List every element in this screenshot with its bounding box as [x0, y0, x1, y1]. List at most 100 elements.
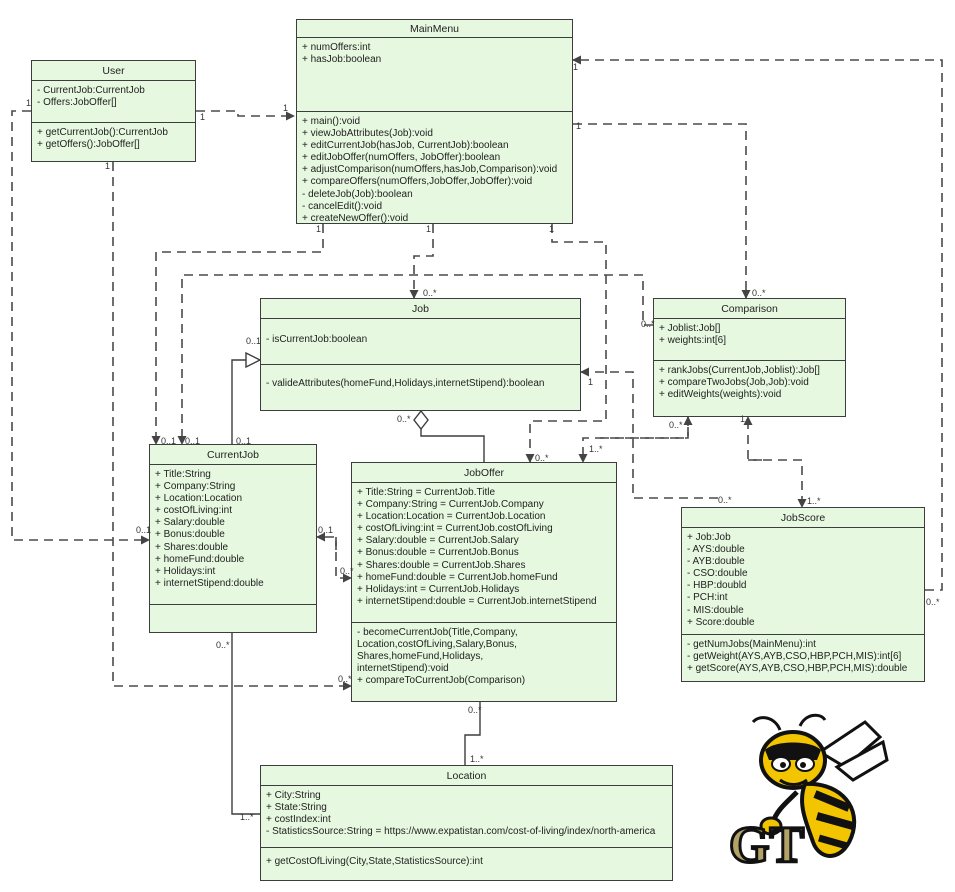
method: + getCostOfLiving(City,State,StatisticsS…: [266, 856, 483, 867]
method: + viewJobAttributes(Job):void: [302, 128, 433, 140]
multiplicity-label: 1: [105, 161, 111, 171]
attributes-section: + Title:String = CurrentJob.Title + Comp…: [352, 483, 616, 623]
attributes-section: + Joblist:Job[] + weights:int[6]: [654, 319, 845, 361]
currentjob-joboffer-association-end: [316, 532, 337, 550]
attributes-section: - CurrentJob:CurrentJob - Offers:JobOffe…: [32, 81, 195, 123]
yellow-jacket-mascot-icon: GT: [728, 713, 889, 870]
method: - valideAttributes(homeFund,Holidays,int…: [266, 378, 545, 389]
attributes-section: + numOffers:int + hasJob:boolean: [297, 38, 572, 112]
attribute: + Company:String = CurrentJob.Company: [357, 499, 544, 511]
multiplicity-label: 0..1: [161, 436, 177, 446]
multiplicity-label: 0..*: [641, 319, 655, 329]
multiplicity-label: 0..*: [926, 597, 940, 607]
currentjob-joboffer-association: [335, 537, 352, 583]
attribute: + homeFund:double = CurrentJob.homeFund: [357, 571, 558, 583]
multiplicity-label: 0..*: [216, 640, 230, 650]
attribute: - Offers:JobOffer[]: [37, 97, 117, 109]
mainmenu-currentjob-association: [151, 224, 324, 445]
attribute: + State:String: [266, 802, 327, 814]
multiplicity-label: 0..*: [535, 453, 549, 463]
method: - deleteJob(Job):boolean: [302, 188, 413, 200]
mainmenu-joboffer-association: [525, 224, 607, 463]
attribute: - AYB:double: [687, 556, 745, 568]
multiplicity-label: 1: [200, 112, 206, 122]
multiplicity-label: 0..*: [340, 566, 354, 576]
class-title: User: [32, 61, 195, 81]
attributes-section: - isCurrentJob:boolean: [261, 319, 580, 365]
method: - getNumJobs(MainMenu):int: [687, 639, 816, 650]
multiplicity-label: 0..*: [669, 420, 683, 430]
attribute: + Salary:double = CurrentJob.Salary: [357, 535, 519, 547]
attribute: + weights:int[6]: [659, 335, 726, 347]
comparison-jobscore-association-end: [743, 416, 762, 461]
attribute: + costOfLiving:int: [155, 505, 232, 517]
method: + getOffers():JobOffer[]: [37, 139, 140, 151]
multiplicity-label: 0..1: [136, 525, 152, 535]
multiplicity-label: 1..*: [240, 812, 254, 822]
method: - cancelEdit():void: [302, 200, 383, 212]
class-mainmenu: MainMenu + numOffers:int + hasJob:boolea…: [296, 19, 573, 224]
methods-section: [150, 605, 316, 613]
multiplicity-label: 0..*: [468, 705, 482, 715]
class-jobscore: JobScore + Job:Job - AYS:double - AYB:do…: [681, 507, 925, 682]
multiplicity-label: 1: [549, 224, 555, 234]
attribute: + Location:Location: [155, 493, 243, 505]
class-job: Job - isCurrentJob:boolean - valideAttri…: [260, 298, 581, 411]
multiplicity-label: 0..*: [423, 288, 437, 298]
class-comparison: Comparison + Joblist:Job[] + weights:int…: [653, 298, 846, 417]
attribute: + Score:double: [687, 616, 755, 628]
multiplicity-label: 0..*: [752, 288, 766, 298]
attributes-section: + Job:Job - AYS:double - AYB:double - CS…: [682, 528, 924, 635]
attribute: - StatisticsSource:String = https://www.…: [266, 826, 656, 838]
attributes-section: + Title:String + Company:String + Locati…: [150, 465, 316, 605]
multiplicity-label: 1..*: [807, 496, 821, 506]
attribute: - HBP:doubld: [687, 580, 747, 592]
class-title: Location: [261, 766, 672, 786]
class-title: Comparison: [654, 299, 845, 319]
multiplicity-label: 1: [740, 414, 746, 424]
mainmenu-comparison-association: [573, 123, 751, 299]
user-mainmenu-association: [196, 110, 295, 121]
attribute: + internetStipend:double = CurrentJob.in…: [357, 595, 597, 607]
attribute: - isCurrentJob:boolean: [266, 334, 368, 345]
attribute: + Shares:double = CurrentJob.Shares: [357, 559, 526, 571]
multiplicity-label: 1: [588, 377, 594, 387]
attribute: + costIndex:int: [266, 814, 331, 826]
multiplicity-label: 0..*: [338, 674, 352, 684]
class-user: User - CurrentJob:CurrentJob - Offers:Jo…: [31, 60, 196, 162]
attribute: - AYS:double: [687, 544, 745, 556]
multiplicity-label: 0..1: [236, 436, 252, 446]
method: internetStipend):void: [357, 663, 449, 675]
aggregation-diamond: [413, 409, 429, 431]
multiplicity-label: 0..1: [246, 336, 262, 346]
method: + editWeights(weights):void: [659, 389, 782, 401]
comparison-currentjob-association: [177, 274, 653, 445]
multiplicity-label: 1: [316, 224, 322, 234]
methods-section: + rankJobs(CurrentJob,Joblist):Job[] + c…: [654, 361, 845, 405]
comparison-jobscore-association: [748, 459, 807, 508]
attribute: + homeFund:double: [155, 553, 245, 565]
method: + editJobOffer(numOffers, JobOffer):bool…: [302, 152, 501, 164]
multiplicity-label: 1..*: [589, 444, 603, 454]
attribute: + Company:String: [155, 481, 236, 493]
attribute: + Holidays:int: [155, 565, 216, 577]
attribute: - PCH:int: [687, 592, 728, 604]
generalization-triangle: [245, 351, 262, 369]
attribute: + numOffers:int: [302, 42, 371, 53]
multiplicity-label: 1: [576, 121, 582, 131]
class-title: CurrentJob: [150, 445, 316, 465]
jobscore-mainmenu-association: [572, 55, 943, 591]
method: + compareOffers(numOffers,JobOffer,JobOf…: [302, 176, 533, 188]
joboffer-location-association: [464, 702, 481, 765]
method: + compareTwoJobs(Job,Job):void: [659, 377, 809, 389]
method: + adjustComparison(numOffers,hasJob,Comp…: [302, 164, 558, 176]
attribute: - CurrentJob:CurrentJob: [37, 85, 145, 96]
multiplicity-label: 0..1: [318, 525, 334, 535]
attribute: + Joblist:Job[]: [659, 323, 721, 334]
attribute: - CSO:double: [687, 568, 748, 580]
job-joboffer-aggregation: [420, 429, 485, 462]
multiplicity-label: 1: [26, 98, 32, 108]
attribute: + Job:Job: [687, 532, 731, 543]
comparison-joboffer-association: [578, 417, 689, 463]
method: - getWeight(AYS,AYB,CSO,HBP,PCH,MIS):int…: [687, 651, 902, 663]
